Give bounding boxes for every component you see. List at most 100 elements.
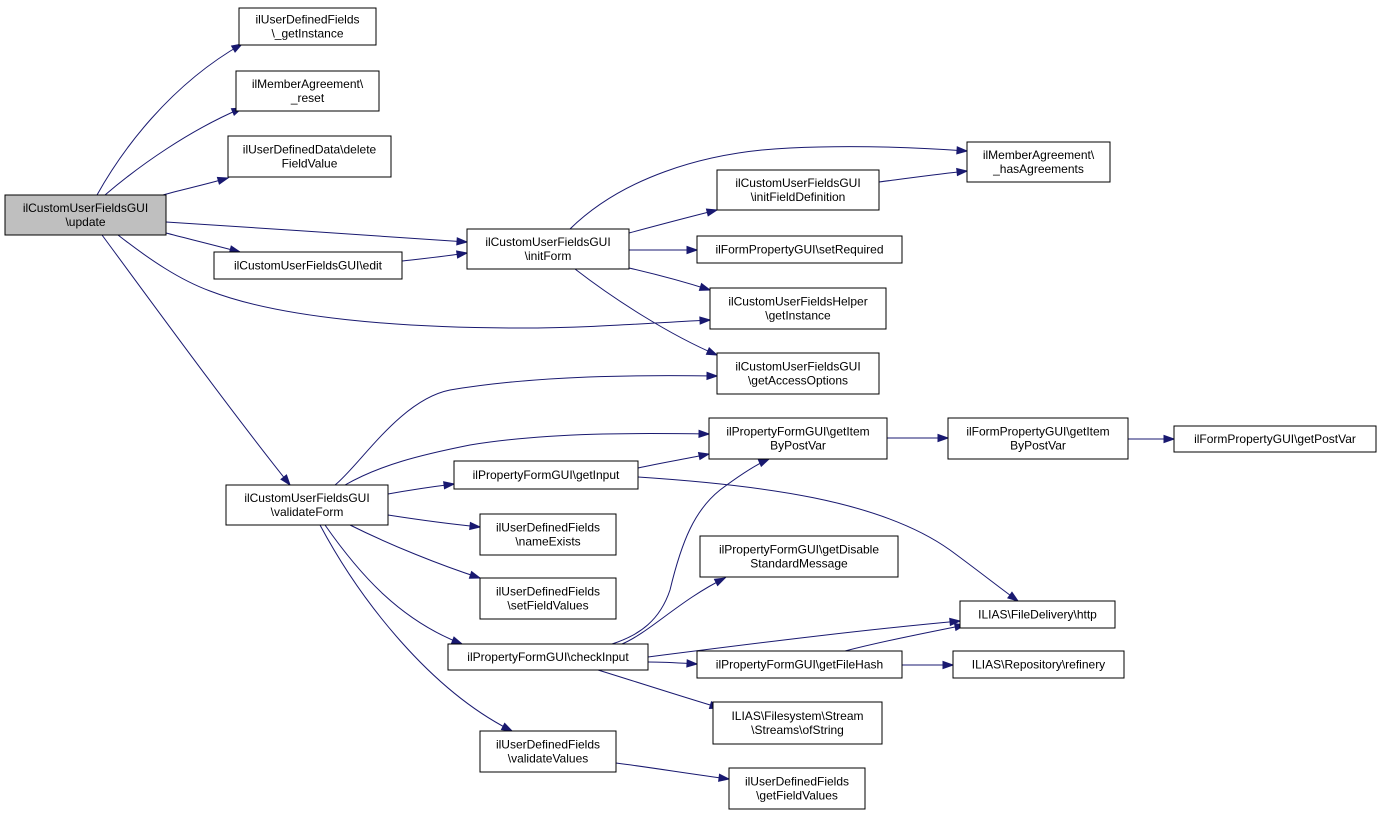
node-checkInput[interactable]: ilPropertyFormGUI\checkInput [447, 643, 649, 671]
node-box [696, 235, 903, 264]
edge-validateForm-to-validateValues [319, 524, 514, 732]
edge-line [628, 209, 718, 234]
node-initFieldDef[interactable]: ilCustomUserFieldsGUI\initFieldDefinitio… [716, 169, 880, 211]
node-label-line: ilCustomUserFieldsGUI [23, 201, 148, 215]
edge-update-to-edit [165, 232, 242, 254]
node-validateForm[interactable]: ilCustomUserFieldsGUI\validateForm [225, 484, 389, 526]
edge-initForm-to-setRequired [628, 245, 699, 255]
node-label-line: \initFieldDefinition [751, 190, 846, 204]
node-getFieldValues[interactable]: ilUserDefinedFields\getFieldValues [728, 767, 866, 810]
node-refinery[interactable]: ILIAS\Repository\refinery [952, 650, 1125, 679]
node-hasAgreements[interactable]: ilMemberAgreement\_hasAgreements [966, 141, 1111, 183]
edge-line [117, 234, 711, 329]
node-setRequired[interactable]: ilFormPropertyGUI\setRequired [696, 235, 903, 264]
edge-getInput-to-http [637, 476, 1020, 602]
edge-line [621, 577, 726, 645]
node-box [4, 194, 167, 236]
node-label-line: ByPostVar [770, 439, 826, 453]
node-label-line: ilPropertyFormGUI\getItem [726, 425, 869, 439]
node-edit[interactable]: ilCustomUserFieldsGUI\edit [213, 251, 403, 280]
arrowhead-icon [456, 237, 469, 246]
arrowhead-icon [443, 481, 456, 490]
call-edges [96, 43, 1176, 782]
node-initForm[interactable]: ilCustomUserFieldsGUI\initForm [466, 228, 630, 270]
node-label-line: \nameExists [515, 535, 580, 549]
edge-getItemByPostVar-to-fpGetItemByPostVar [886, 433, 950, 443]
edge-line [569, 146, 968, 230]
arrowhead-icon [699, 316, 712, 325]
node-box [1173, 425, 1377, 453]
arrowhead-icon [230, 43, 244, 53]
node-ofString[interactable]: ILIAS\Filesystem\Stream\Streams\ofString [712, 701, 883, 745]
node-setFieldValues[interactable]: ilUserDefinedFields\setFieldValues [479, 577, 617, 620]
node-label-line: ilUserDefinedData\delete [243, 143, 377, 157]
edge-validateForm-to-checkInput [324, 524, 464, 645]
node-helperGetInstance[interactable]: ilCustomUserFieldsHelper\getInstance [709, 287, 887, 330]
node-label-line: ilFormPropertyGUI\getPostVar [1194, 432, 1356, 446]
arrowhead-icon [757, 458, 771, 468]
node-label-line: ilPropertyFormGUI\getInput [473, 468, 620, 482]
node-nameExists[interactable]: ilUserDefinedFields\nameExists [479, 513, 617, 556]
edge-line [637, 453, 710, 469]
node-box [947, 417, 1129, 460]
node-update[interactable]: ilCustomUserFieldsGUI\update [4, 194, 167, 236]
edge-initForm-to-helperGetInstance [628, 267, 712, 291]
node-label-line: ILIAS\FileDelivery\http [978, 608, 1097, 622]
edge-initForm-to-getAccessOptions [574, 268, 719, 356]
edge-line [349, 524, 481, 579]
node-label-line: ILIAS\Repository\refinery [972, 658, 1105, 672]
node-http[interactable]: ILIAS\FileDelivery\http [959, 600, 1116, 629]
node-label-line: ilUserDefinedFields [255, 13, 359, 27]
edge-line [615, 762, 730, 780]
arrowhead-icon [469, 521, 482, 531]
arrowhead-icon [216, 176, 230, 185]
node-getInstanceUDF[interactable]: ilUserDefinedFields\_getInstance [238, 7, 377, 46]
arrowhead-icon [450, 636, 464, 645]
node-resetMA[interactable]: ilMemberAgreement\_reset [235, 70, 380, 112]
node-getAccessOptions[interactable]: ilCustomUserFieldsGUI\getAccessOptions [716, 352, 880, 395]
node-box [447, 643, 649, 671]
node-label-line: \update [65, 215, 105, 229]
edge-line [96, 43, 243, 196]
node-getPostVar[interactable]: ilFormPropertyGUI\getPostVar [1173, 425, 1377, 453]
edge-validateForm-to-setFieldValues [349, 524, 482, 579]
node-label-line: \_getInstance [271, 27, 343, 41]
edge-line [597, 669, 721, 709]
edge-initForm-to-initFieldDef [628, 208, 719, 234]
edge-line [165, 232, 241, 253]
node-label-line: ilPropertyFormGUI\getDisable [719, 543, 879, 557]
node-getDisableStdMsg[interactable]: ilPropertyFormGUI\getDisableStandardMess… [699, 535, 899, 578]
arrowhead-icon [705, 208, 719, 217]
node-label-line: ilUserDefinedFields [496, 585, 600, 599]
edge-line [647, 620, 961, 658]
edge-line [637, 476, 1019, 602]
node-label-line: ilUserDefinedFields [496, 521, 600, 535]
node-box [466, 228, 630, 270]
node-box [959, 600, 1116, 629]
arrowhead-icon [956, 167, 969, 177]
edge-validateForm-to-getInput [387, 481, 456, 495]
node-label-line: ilMemberAgreement\ [252, 77, 364, 91]
node-label-line: ilUserDefinedFields [745, 775, 849, 789]
arrowhead-icon [713, 577, 727, 587]
node-label-line: FieldValue [282, 157, 338, 171]
node-validateValues[interactable]: ilUserDefinedFields\validateValues [479, 730, 617, 773]
edge-validateForm-to-getItemByPostVar [344, 429, 711, 486]
node-getInput[interactable]: ilPropertyFormGUI\getInput [453, 460, 639, 490]
arrowhead-icon [456, 250, 469, 259]
node-label-line: ilFormPropertyGUI\setRequired [715, 243, 883, 257]
edge-line [844, 624, 966, 652]
node-box [479, 513, 617, 556]
node-label-line: \setFieldValues [507, 599, 588, 613]
arrowhead-icon [686, 245, 699, 255]
node-label-line: ilCustomUserFieldsGUI [485, 235, 610, 249]
arrowhead-icon [937, 433, 950, 443]
node-getFileHash[interactable]: ilPropertyFormGUI\getFileHash [696, 650, 903, 679]
arrowhead-icon [942, 660, 955, 670]
node-label-line: \validateForm [271, 505, 344, 519]
arrowhead-icon [280, 474, 291, 487]
